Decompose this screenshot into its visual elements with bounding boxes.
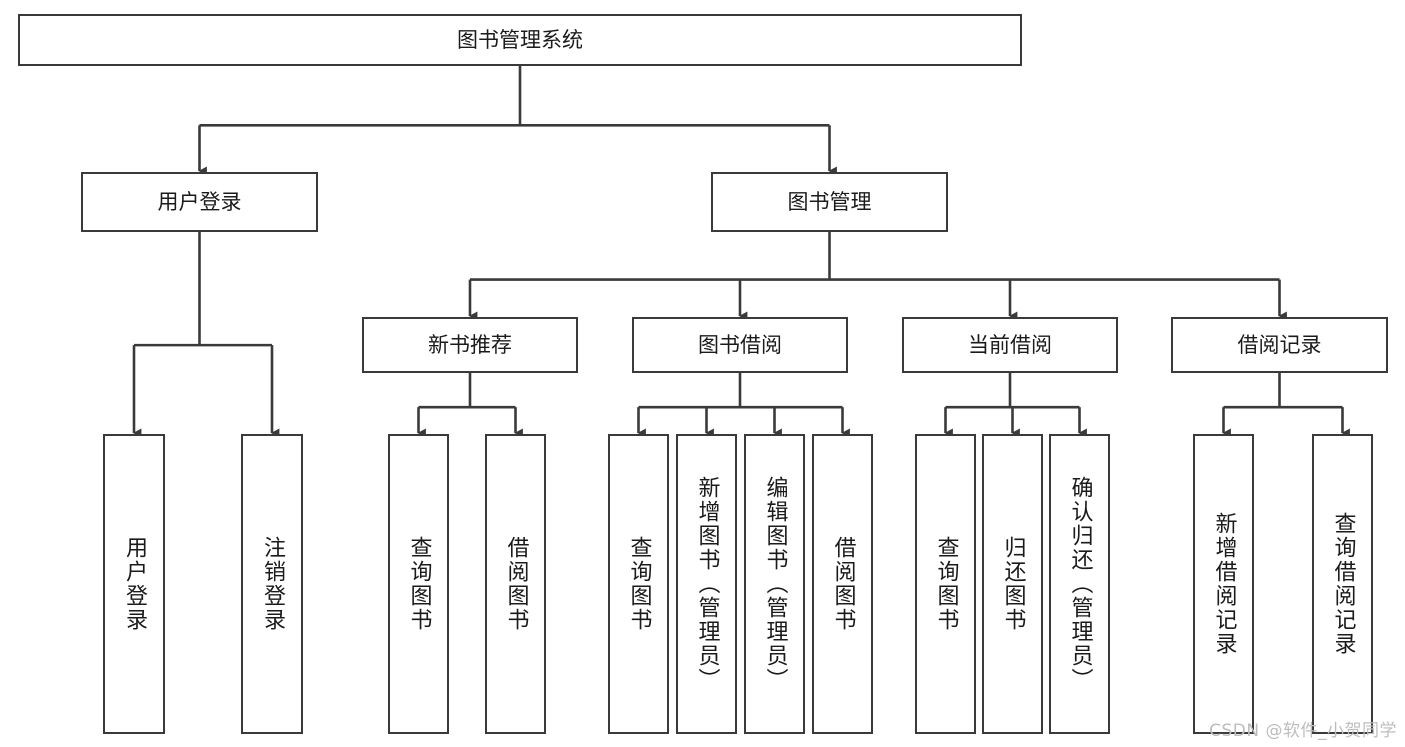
- node-leaf-edit-book[interactable]: 编辑图书（管理员）: [744, 434, 805, 734]
- node-leaf-query-book-3[interactable]: 查询图书: [915, 434, 976, 734]
- node-label: 图书管理系统: [457, 27, 583, 52]
- node-label: 当前借阅: [968, 332, 1052, 357]
- node-borrow-record[interactable]: 借阅记录: [1171, 317, 1388, 373]
- node-label: 用户登录: [157, 189, 242, 214]
- node-leaf-add-book[interactable]: 新增图书（管理员）: [676, 434, 737, 734]
- node-label: 编辑图书（管理员）: [762, 476, 788, 692]
- node-label: 注销登录: [260, 536, 285, 632]
- node-leaf-add-record[interactable]: 新增借阅记录: [1193, 434, 1254, 734]
- node-leaf-confirm-return[interactable]: 确认归还（管理员）: [1049, 434, 1110, 734]
- node-label: 查询借阅记录: [1330, 512, 1356, 656]
- node-label: 借阅图书: [830, 536, 856, 632]
- node-user-login[interactable]: 用户登录: [81, 172, 318, 232]
- node-leaf-query-book-2[interactable]: 查询图书: [608, 434, 669, 734]
- node-label: 图书借阅: [698, 332, 782, 357]
- node-leaf-return-book[interactable]: 归还图书: [982, 434, 1043, 734]
- node-label: 新书推荐: [428, 332, 512, 357]
- node-label: 用户登录: [122, 536, 147, 632]
- node-root[interactable]: 图书管理系统: [18, 14, 1022, 66]
- node-leaf-borrow-book-2[interactable]: 借阅图书: [812, 434, 873, 734]
- node-leaf-query-record[interactable]: 查询借阅记录: [1312, 434, 1373, 734]
- node-leaf-user-login[interactable]: 用户登录: [103, 434, 165, 734]
- node-label: 查询图书: [933, 536, 959, 632]
- node-label: 图书管理: [787, 189, 872, 214]
- node-label: 新增借阅记录: [1211, 512, 1237, 656]
- node-book-manage[interactable]: 图书管理: [711, 172, 948, 232]
- node-label: 归还图书: [1000, 536, 1026, 632]
- node-current-borrow[interactable]: 当前借阅: [902, 317, 1118, 373]
- node-new-book-recommend[interactable]: 新书推荐: [362, 317, 578, 373]
- node-leaf-user-logout[interactable]: 注销登录: [241, 434, 303, 734]
- node-label: 新增图书（管理员）: [694, 476, 720, 692]
- node-label: 查询图书: [626, 536, 652, 632]
- node-label: 借阅记录: [1237, 332, 1322, 357]
- node-leaf-borrow-book-1[interactable]: 借阅图书: [485, 434, 546, 734]
- node-leaf-query-book-1[interactable]: 查询图书: [388, 434, 449, 734]
- node-label: 查询图书: [406, 536, 432, 632]
- node-label: 确认归还（管理员）: [1067, 476, 1093, 692]
- node-book-borrow[interactable]: 图书借阅: [632, 317, 848, 373]
- node-label: 借阅图书: [503, 536, 529, 632]
